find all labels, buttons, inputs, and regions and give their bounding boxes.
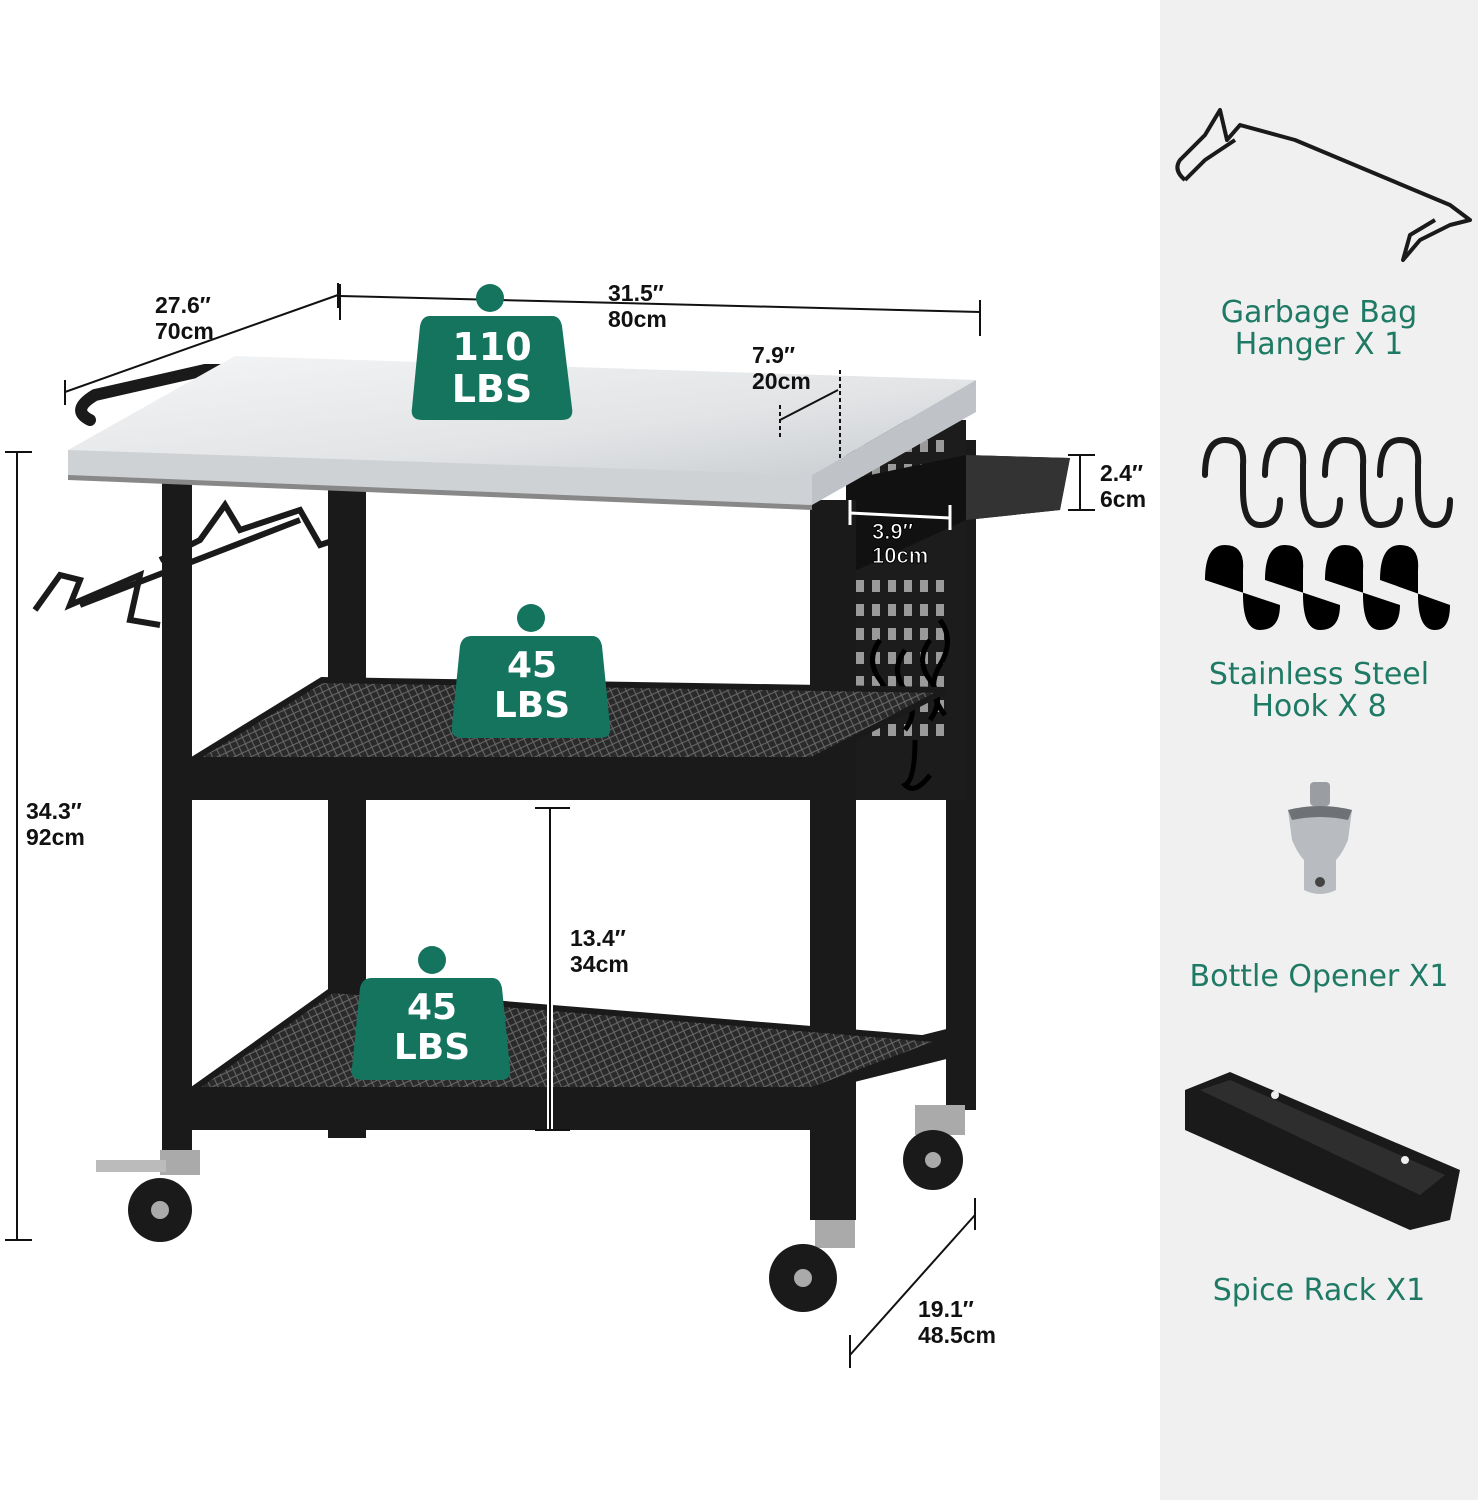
capacity-bottom-unit: LBS bbox=[393, 1027, 471, 1068]
dimension-lines bbox=[5, 283, 1095, 1368]
dim-base-depth: 19.1″ 48.5cm bbox=[918, 1296, 997, 1348]
capacity-middle-unit: LBS bbox=[493, 685, 571, 726]
dim-overall-height: 34.3″ 92cm bbox=[26, 798, 85, 850]
dim-shelf-gap: 13.4″ 34cm bbox=[570, 925, 629, 977]
capacity-badge-middle: 45 LBS bbox=[452, 646, 612, 726]
capacity-badge-top-shape bbox=[411, 284, 573, 420]
side-spice-rack bbox=[846, 455, 1070, 575]
spice-rack-icon bbox=[1185, 1072, 1460, 1230]
casters bbox=[96, 1105, 965, 1312]
dim-depth: 27.6″ 70cm bbox=[155, 292, 214, 344]
accessory-label-bottle-opener: Bottle Opener X1 bbox=[1189, 959, 1449, 994]
accessory-label-hooks: Stainless Steel Hook X 8 bbox=[1208, 657, 1430, 724]
dim-spice-rack-width: 3.9″ 10cm bbox=[871, 519, 929, 568]
dim-spice-rack-height: 2.4″ 6cm bbox=[1100, 460, 1147, 512]
capacity-badge-middle-shape bbox=[451, 604, 611, 738]
capacity-badge-top: 110 LBS bbox=[412, 326, 572, 410]
dim-side-extension: 7.9″ 20cm bbox=[752, 342, 811, 394]
capacity-top-value: 110 bbox=[452, 325, 532, 369]
accessory-label-garbage-hanger: Garbage Bag Hanger X 1 bbox=[1220, 295, 1418, 362]
capacity-badge-bottom-shape bbox=[351, 946, 511, 1080]
front-frame bbox=[162, 480, 946, 1220]
capacity-badge-bottom: 45 LBS bbox=[352, 988, 512, 1068]
capacity-bottom-value: 45 bbox=[406, 987, 458, 1028]
dim-width: 31.5″ 80cm bbox=[608, 280, 667, 332]
side-handle bbox=[75, 364, 291, 426]
s-hooks-icon bbox=[1202, 436, 1453, 650]
garbage-bag-hanger-icon bbox=[1175, 108, 1472, 262]
capacity-top-unit: LBS bbox=[451, 367, 533, 411]
accessories-panel: Garbage Bag Hanger X 1 Stainless Steel H… bbox=[1160, 0, 1478, 1500]
cart-illustration bbox=[5, 283, 1095, 1368]
bottle-opener-icon bbox=[1288, 782, 1352, 894]
accessory-label-spice-rack: Spice Rack X1 bbox=[1212, 1273, 1426, 1308]
capacity-middle-value: 45 bbox=[506, 645, 558, 686]
